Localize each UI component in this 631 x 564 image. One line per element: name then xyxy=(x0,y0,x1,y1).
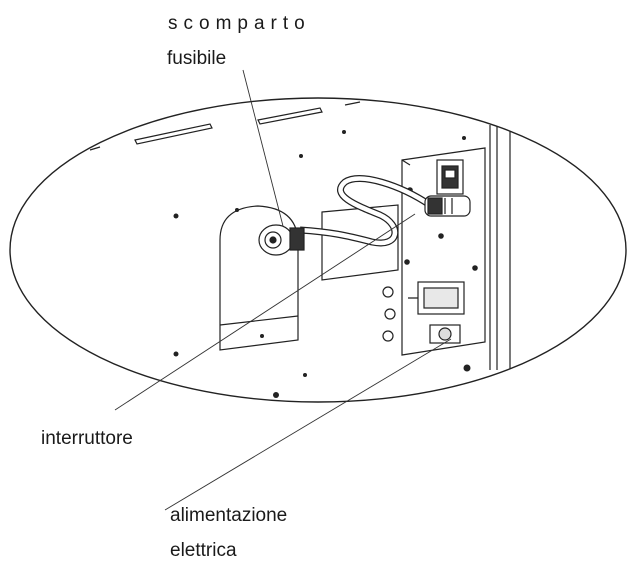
label-fuse: fusibile xyxy=(167,48,227,69)
fuse-block-icon xyxy=(408,281,465,315)
power-switch-icon xyxy=(436,159,464,195)
label-power-supply: alimentazione xyxy=(170,505,288,526)
panel-knobs xyxy=(382,286,396,342)
power-cable xyxy=(299,175,432,247)
leader-lines xyxy=(114,69,452,511)
plug-right-icon xyxy=(424,195,471,217)
label-fuse-compartment: scomparto xyxy=(168,13,311,34)
right-frame xyxy=(489,124,511,370)
detail-ellipse xyxy=(9,97,627,403)
power-socket-icon xyxy=(429,324,461,344)
top-vent-slats xyxy=(89,101,361,151)
panel-screws xyxy=(173,130,471,398)
label-switch: interruttore xyxy=(41,428,133,449)
label-power-supply-electric: elettrica xyxy=(170,540,237,561)
plug-left-icon xyxy=(258,224,305,256)
